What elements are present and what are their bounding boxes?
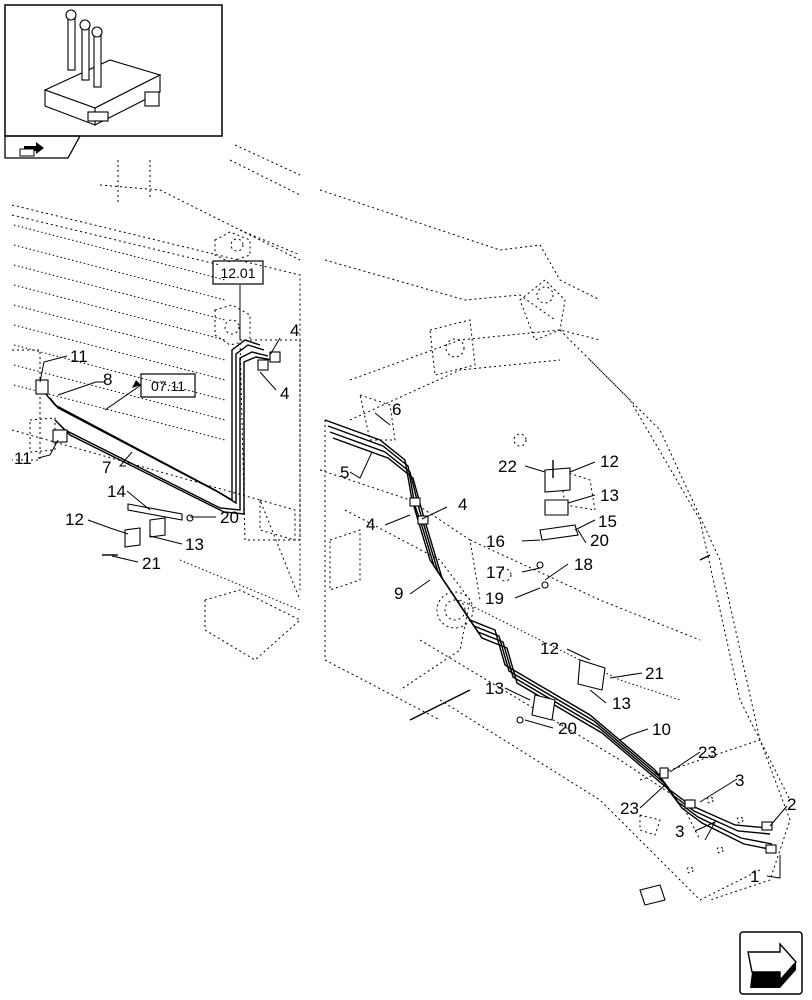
callout-20: 20 bbox=[558, 719, 577, 738]
callout-3: 3 bbox=[735, 771, 744, 790]
right-frame-structure bbox=[319, 189, 791, 901]
callout-20: 20 bbox=[590, 531, 609, 550]
inset-panel bbox=[4, 4, 223, 159]
callout-11: 11 bbox=[14, 449, 32, 468]
right-small-parts bbox=[409, 460, 777, 906]
callout-9: 9 bbox=[394, 584, 403, 603]
callout-15: 15 bbox=[598, 512, 617, 531]
callout-1: 1 bbox=[750, 867, 759, 886]
arrow-back-icon[interactable] bbox=[19, 142, 44, 157]
callout-17: 17 bbox=[486, 563, 505, 582]
callout-20: 20 bbox=[220, 508, 239, 527]
callout-21: 21 bbox=[645, 664, 664, 683]
callout-16: 16 bbox=[486, 532, 505, 551]
callout-13: 13 bbox=[485, 679, 504, 698]
callout-12: 12 bbox=[540, 639, 559, 658]
svg-text:12.01: 12.01 bbox=[220, 265, 255, 281]
callout-labels: 11 8 11 7 14 20 12 13 21 4 4 6 5 4 4 22 … bbox=[14, 321, 796, 886]
reference-07-11[interactable]: 07.11 bbox=[104, 373, 196, 411]
callout-13: 13 bbox=[600, 486, 619, 505]
left-frame-structure bbox=[11, 144, 301, 661]
reference-12-01[interactable]: 12.01 bbox=[212, 260, 264, 340]
left-hydraulic-pipes bbox=[44, 339, 273, 515]
svg-text:07.11: 07.11 bbox=[151, 378, 185, 394]
leader-lines bbox=[37, 337, 788, 879]
callout-13: 13 bbox=[612, 694, 631, 713]
callout-23: 23 bbox=[698, 743, 717, 762]
callout-7: 7 bbox=[102, 458, 111, 477]
hydraulic-control-valve-icon bbox=[43, 9, 162, 126]
callout-14: 14 bbox=[107, 482, 126, 501]
callout-4: 4 bbox=[458, 495, 467, 514]
callout-3: 3 bbox=[675, 822, 684, 841]
callout-21: 21 bbox=[142, 554, 161, 573]
callout-4: 4 bbox=[290, 321, 299, 340]
callout-19: 19 bbox=[485, 589, 504, 608]
callout-2: 2 bbox=[787, 795, 796, 814]
callout-18: 18 bbox=[574, 555, 593, 574]
callout-10: 10 bbox=[652, 720, 671, 739]
callout-5: 5 bbox=[340, 463, 349, 482]
callout-22: 22 bbox=[498, 457, 517, 476]
callout-11: 11 bbox=[70, 347, 88, 366]
callout-12: 12 bbox=[65, 510, 84, 529]
callout-6: 6 bbox=[392, 400, 401, 419]
callout-4: 4 bbox=[366, 515, 375, 534]
arrow-forward-button[interactable] bbox=[739, 931, 803, 995]
callout-23: 23 bbox=[620, 799, 639, 818]
callout-12: 12 bbox=[600, 452, 619, 471]
left-small-parts bbox=[35, 351, 281, 556]
arrow-forward-icon bbox=[747, 942, 797, 988]
callout-13: 13 bbox=[185, 535, 204, 554]
callout-8: 8 bbox=[103, 370, 112, 389]
callout-4: 4 bbox=[280, 384, 289, 403]
